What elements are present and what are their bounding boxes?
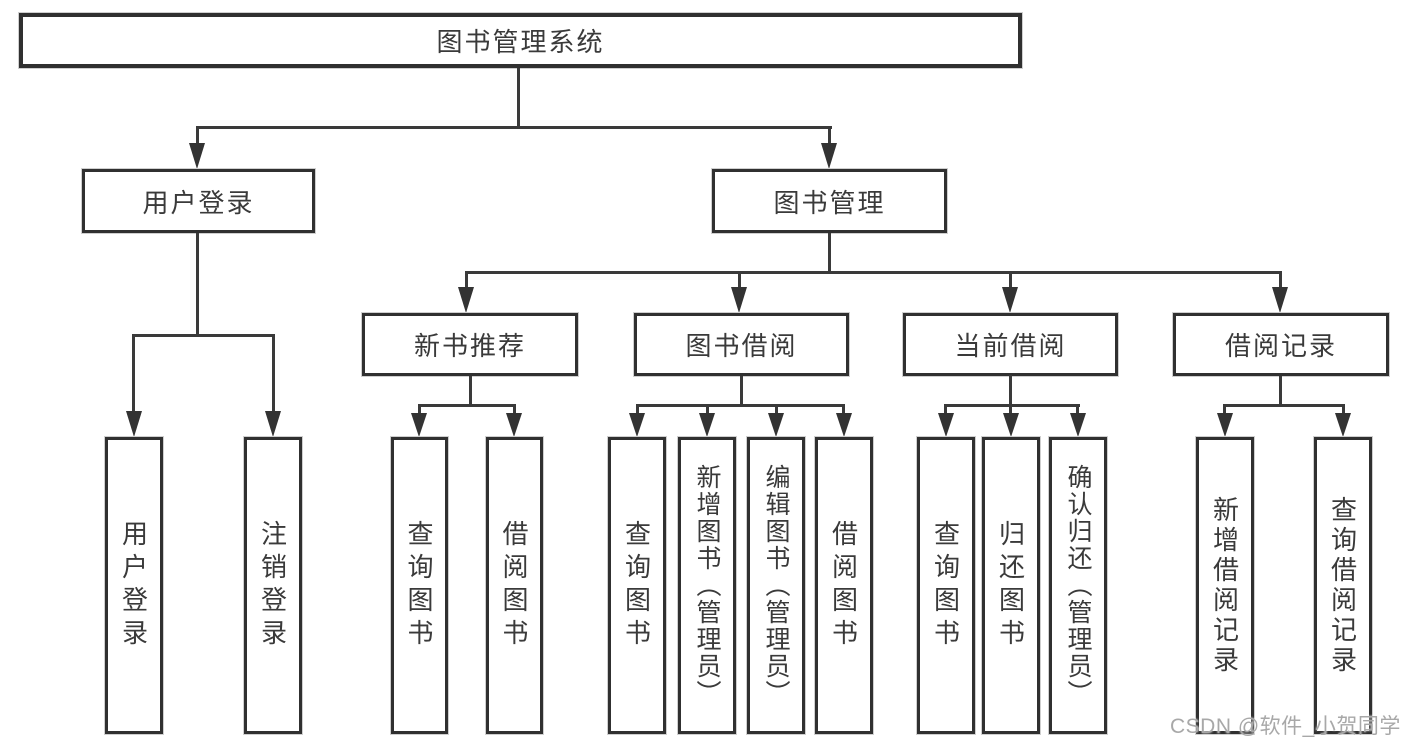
connector-line <box>1279 376 1282 407</box>
node-add-borrow-record: 新增借阅记录 <box>1196 437 1254 734</box>
node-label: 借阅图书 <box>499 519 529 652</box>
node-query-books-borrowing: 查询图书 <box>608 437 666 734</box>
connector-line <box>1279 271 1282 290</box>
connector-line <box>196 126 199 146</box>
node-label: 查询图书 <box>404 519 434 652</box>
arrow-down-icon <box>821 143 837 169</box>
node-query-borrow-record: 查询借阅记录 <box>1314 437 1372 734</box>
connector-line <box>196 126 832 129</box>
arrow-down-icon <box>1003 413 1019 437</box>
connector-line <box>1223 404 1226 416</box>
connector-line <box>636 404 845 407</box>
connector-line <box>842 404 845 416</box>
node-label: 新增借阅记录 <box>1209 495 1240 676</box>
arrow-down-icon <box>458 287 474 313</box>
arrow-down-icon <box>699 413 715 437</box>
node-query-books-recommend: 查询图书 <box>391 437 448 734</box>
node-logout: 注销登录 <box>244 437 302 734</box>
connector-line <box>132 334 135 414</box>
connector-line <box>196 233 199 337</box>
connector-line <box>738 271 741 290</box>
arrow-down-icon <box>1070 413 1086 437</box>
connector-line <box>740 376 743 407</box>
connector-line <box>1223 404 1345 407</box>
arrow-down-icon <box>836 413 852 437</box>
connector-line <box>465 271 1282 274</box>
node-label: 图书管理系统 <box>436 27 605 57</box>
connector-line <box>944 404 947 416</box>
node-new-book-recommendation: 新书推荐 <box>362 313 578 376</box>
connector-line <box>418 404 516 407</box>
node-borrow-books-recommend: 借阅图书 <box>486 437 543 734</box>
arrow-down-icon <box>1002 287 1018 313</box>
node-label: 查询图书 <box>621 519 652 652</box>
node-edit-books-admin: 编辑图书（管理员） <box>747 437 805 734</box>
connector-line <box>132 334 275 337</box>
arrow-down-icon <box>189 143 205 169</box>
watermark-text: CSDN @软件_小贺同学 <box>1170 715 1401 738</box>
arrow-down-icon <box>731 287 747 313</box>
node-label: 确认归还（管理员） <box>1064 464 1092 707</box>
node-book-borrowing: 图书借阅 <box>634 313 849 376</box>
node-return-books: 归还图书 <box>982 437 1040 734</box>
connector-line <box>465 271 468 290</box>
node-user-login-leaf: 用户登录 <box>105 437 163 734</box>
connector-line <box>517 68 520 128</box>
node-borrow-books: 借阅图书 <box>815 437 873 734</box>
connector-line <box>828 126 831 146</box>
node-label: 图书管理 <box>773 187 886 218</box>
arrow-down-icon <box>1217 413 1233 437</box>
connector-line <box>272 334 275 414</box>
arrow-down-icon <box>629 413 645 437</box>
node-label: 归还图书 <box>995 519 1026 652</box>
node-label: 用户登录 <box>118 519 149 652</box>
node-user-login: 用户登录 <box>82 169 315 233</box>
arrow-down-icon <box>938 413 954 437</box>
arrow-down-icon <box>768 413 784 437</box>
arrow-down-icon <box>411 413 427 437</box>
node-book-management: 图书管理 <box>712 169 947 233</box>
arrow-down-icon <box>1335 413 1351 437</box>
node-query-books-current: 查询图书 <box>917 437 975 734</box>
connector-line <box>1009 404 1012 416</box>
connector-line <box>1342 404 1345 416</box>
node-label: 借阅图书 <box>828 519 859 652</box>
node-label: 新书推荐 <box>413 331 526 361</box>
connector-line <box>828 233 831 274</box>
arrow-down-icon <box>506 413 522 437</box>
node-confirm-return-admin: 确认归还（管理员） <box>1049 437 1107 734</box>
node-library-management-system: 图书管理系统 <box>19 13 1022 68</box>
arrow-down-icon <box>265 411 281 437</box>
node-label: 新增图书（管理员） <box>693 464 721 707</box>
node-label: 借阅记录 <box>1224 331 1337 361</box>
connector-line <box>1009 271 1012 290</box>
arrow-down-icon <box>1272 287 1288 313</box>
connector-line <box>1009 375 1012 407</box>
connector-line <box>706 404 709 416</box>
connector-line <box>513 404 516 416</box>
node-borrowing-records: 借阅记录 <box>1173 313 1389 376</box>
node-add-books-admin: 新增图书（管理员） <box>678 437 736 734</box>
connector-line <box>775 404 778 416</box>
node-label: 注销登录 <box>257 519 288 652</box>
node-label: 查询借阅记录 <box>1327 495 1358 676</box>
node-label: 查询图书 <box>930 519 961 652</box>
connector-line <box>1076 404 1079 416</box>
connector-line <box>418 404 421 416</box>
node-label: 图书借阅 <box>685 331 798 361</box>
connector-line <box>636 404 639 416</box>
node-current-borrowing: 当前借阅 <box>903 313 1118 376</box>
arrow-down-icon <box>126 411 142 437</box>
node-label: 编辑图书（管理员） <box>762 464 790 707</box>
node-label: 用户登录 <box>142 187 255 218</box>
node-label: 当前借阅 <box>954 331 1067 361</box>
connector-line <box>944 404 1080 407</box>
connector-line <box>469 376 472 407</box>
